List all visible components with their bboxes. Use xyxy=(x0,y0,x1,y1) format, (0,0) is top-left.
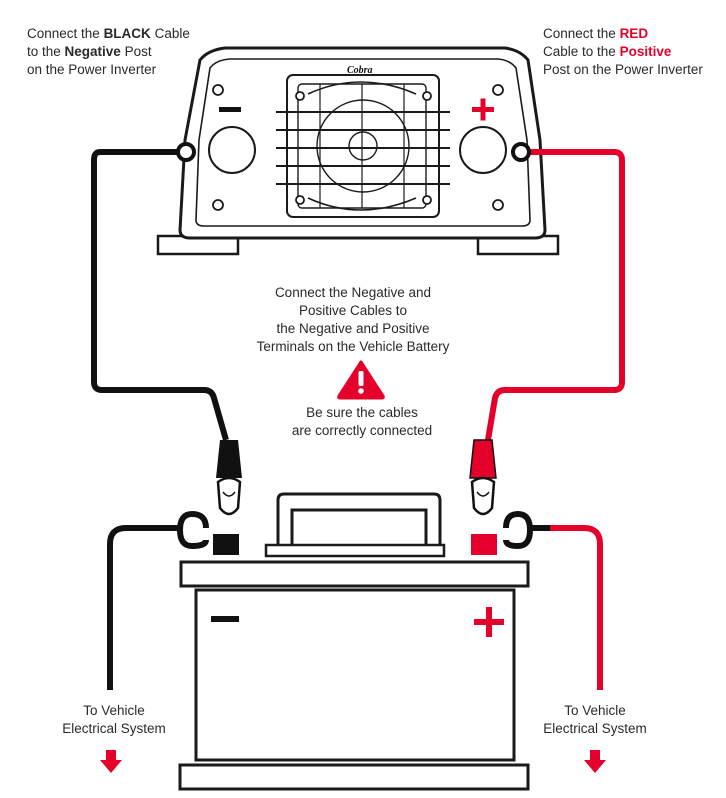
left-vehicle-system-label: To Vehicle Electrical System xyxy=(44,702,184,738)
inverter-inner-bezel xyxy=(195,58,531,227)
vehicle-battery xyxy=(178,492,530,791)
warning-triangle-icon xyxy=(337,360,385,400)
right-system-cable-clamp xyxy=(503,510,550,550)
left-system-cable xyxy=(107,525,182,690)
black-cable-instruction-text: Connect the xyxy=(27,26,104,41)
black-cable xyxy=(91,149,229,441)
fan-grille xyxy=(276,74,450,218)
red-cable-instruction-text: Connect the xyxy=(543,26,620,41)
positive-keyword: Positive xyxy=(619,44,672,59)
red-cable-instruction: Connect the RED Cable to the Positive Po… xyxy=(543,25,703,79)
black-cable-instruction-text: to the xyxy=(27,44,65,59)
red-keyword: RED xyxy=(619,26,649,41)
battery-body xyxy=(194,588,516,762)
right-system-cable xyxy=(530,525,603,690)
right-down-arrow-icon xyxy=(584,750,606,773)
black-cable-instruction-text: Cable xyxy=(150,26,190,41)
inverter-negative-symbol xyxy=(219,107,241,112)
black-cable-instruction: Connect the BLACK Cable to the Negative … xyxy=(27,25,190,79)
battery-handle-base xyxy=(264,543,446,558)
negative-clamp xyxy=(216,440,242,516)
inverter-positive-symbol xyxy=(472,98,494,121)
red-cable xyxy=(485,149,625,441)
inverter-negative-post xyxy=(208,126,256,174)
power-inverter xyxy=(156,46,560,256)
terminals-instruction-line: Positive Cables to xyxy=(298,303,408,318)
terminals-instruction-line: the Negative and Positive xyxy=(276,321,430,336)
black-keyword: BLACK xyxy=(103,26,151,41)
black-cable-ring-terminal xyxy=(176,142,196,162)
black-cable-instruction-text: on the Power Inverter xyxy=(27,62,157,77)
battery-positive-terminal xyxy=(471,534,497,555)
left-system-line: To Vehicle xyxy=(83,703,145,718)
battery-lid xyxy=(179,560,530,588)
right-vehicle-system-label: To Vehicle Electrical System xyxy=(525,702,665,738)
inverter-positive-post xyxy=(459,126,507,174)
left-down-arrow-icon xyxy=(100,750,122,773)
positive-clamp xyxy=(469,439,497,516)
battery-positive-symbol xyxy=(474,607,504,637)
right-system-line: To Vehicle xyxy=(564,703,626,718)
left-system-cable-clamp xyxy=(160,510,209,550)
negative-keyword: Negative xyxy=(64,44,121,59)
red-cable-instruction-text: Post on the Power Inverter xyxy=(543,62,703,77)
warning-line: Be sure the cables xyxy=(306,405,418,420)
battery-handle xyxy=(276,492,442,548)
left-system-line: Electrical System xyxy=(62,721,166,736)
right-system-line: Electrical System xyxy=(543,721,647,736)
black-cable-instruction-text: Post xyxy=(120,44,152,59)
terminals-instruction-line: Connect the Negative and xyxy=(274,285,432,300)
warning-line: are correctly connected xyxy=(291,423,433,438)
red-cable-ring-terminal xyxy=(511,142,531,162)
cable-warning-text: Be sure the cables are correctly connect… xyxy=(262,404,462,440)
battery-negative-symbol xyxy=(211,616,239,622)
battery-base xyxy=(178,763,530,791)
battery-negative-terminal xyxy=(213,534,239,555)
red-cable-instruction-text: Cable to the xyxy=(543,44,620,59)
terminals-instruction-line: Terminals on the Vehicle Battery xyxy=(256,339,450,354)
inverter-brand-logo: Cobra xyxy=(347,65,373,76)
battery-terminals-instruction: Connect the Negative and Positive Cables… xyxy=(232,284,474,356)
inverter-screws xyxy=(212,84,504,211)
